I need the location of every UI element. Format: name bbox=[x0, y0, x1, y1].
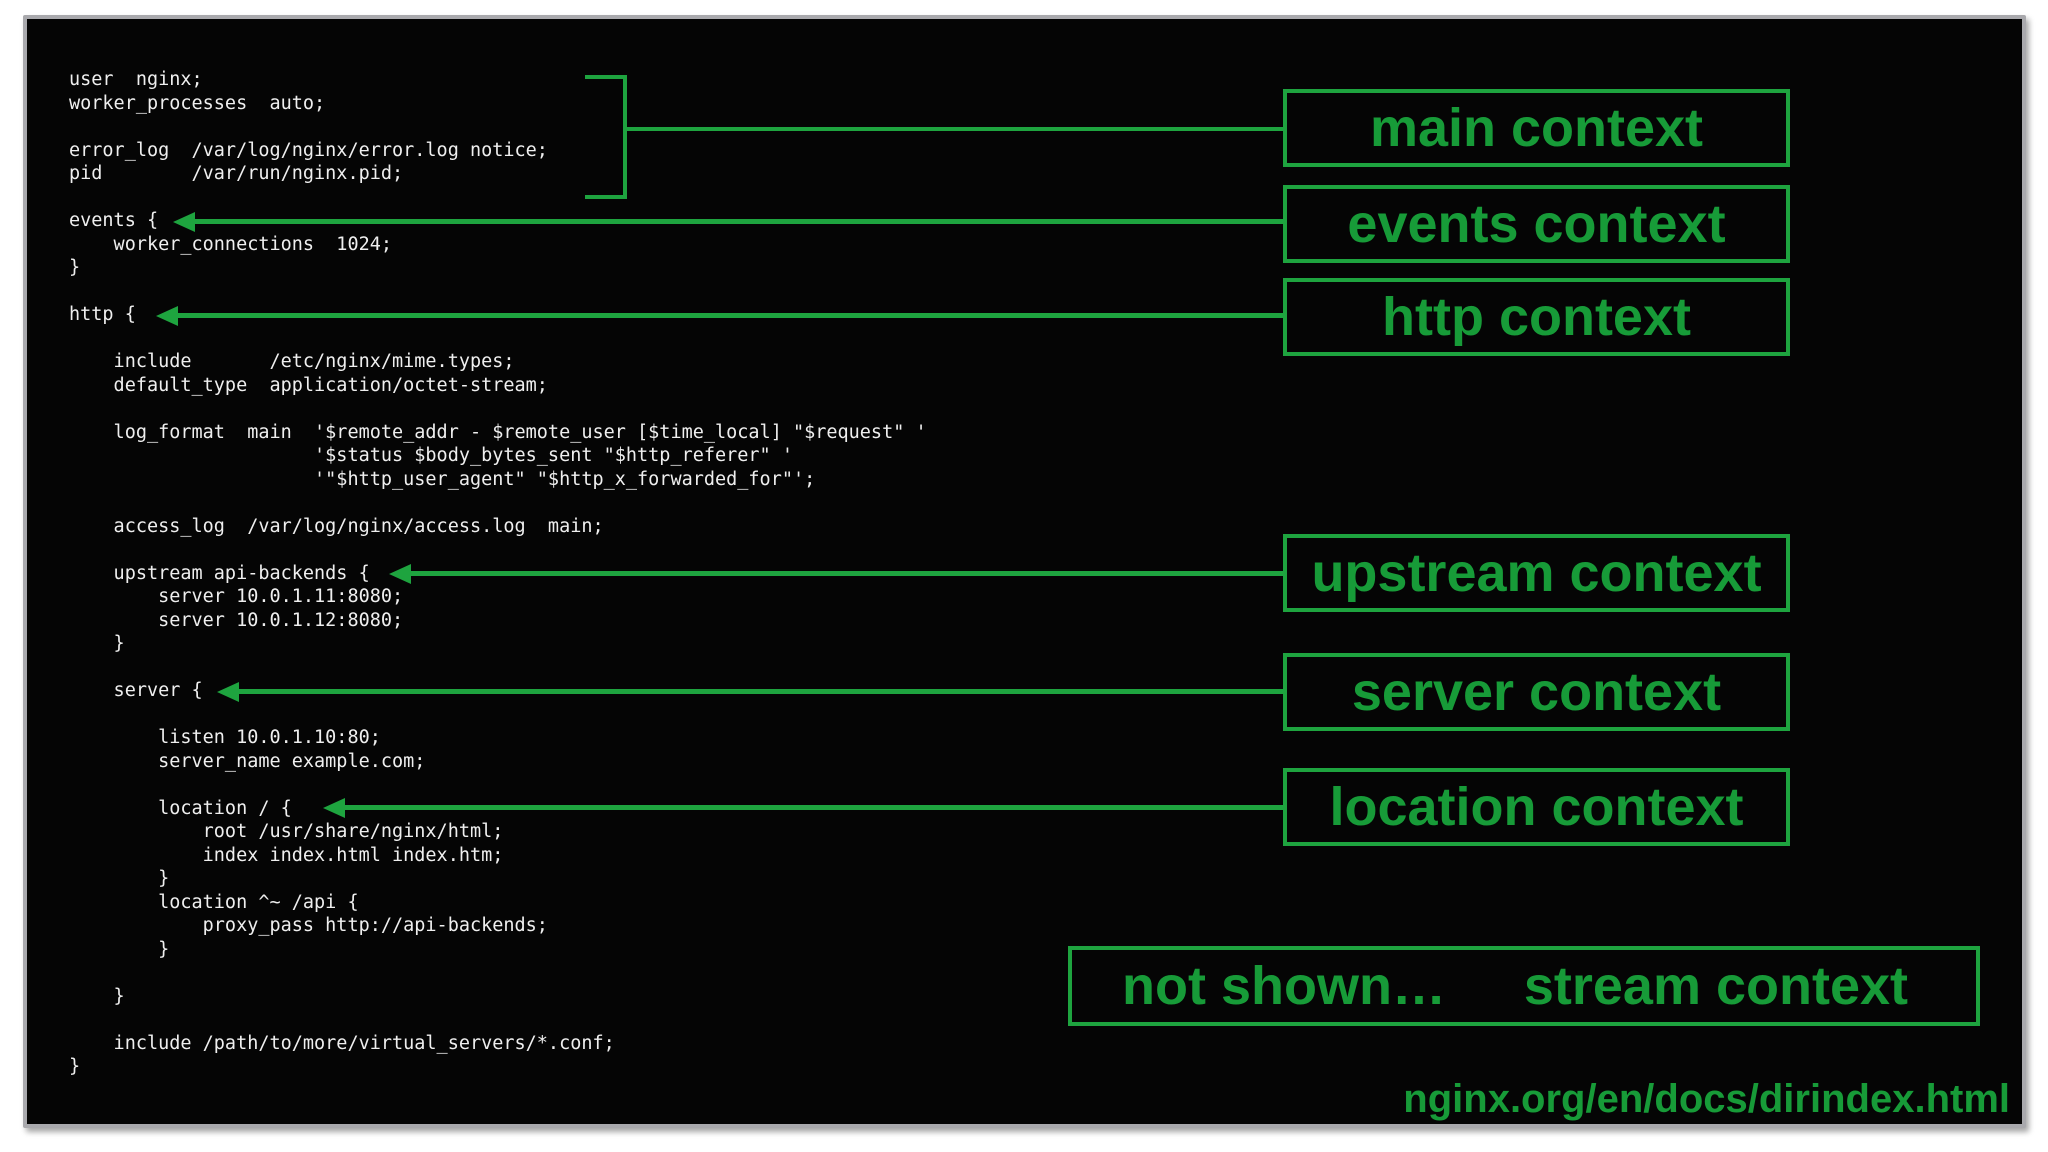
left-arrowhead-icon bbox=[173, 212, 195, 232]
slide-frame: user nginx; worker_processes auto; error… bbox=[23, 15, 2026, 1128]
main-context-label: main context bbox=[1369, 98, 1704, 158]
left-arrowhead-icon bbox=[323, 798, 345, 818]
arrow-to-server-block bbox=[217, 682, 1283, 702]
left-arrowhead-icon bbox=[156, 306, 178, 326]
slide-canvas: user nginx; worker_processes auto; error… bbox=[27, 19, 2022, 1124]
arrow-to-upstream-block bbox=[389, 564, 1283, 584]
location-context-box: location context bbox=[1283, 768, 1790, 846]
left-arrowhead-icon bbox=[389, 564, 411, 584]
bracket-bottom-tick bbox=[585, 195, 627, 199]
arrow-shaft bbox=[405, 571, 1283, 576]
bracket-vertical-line bbox=[623, 75, 627, 199]
arrow-to-location-block bbox=[323, 798, 1283, 818]
not-shown-label: not shown… bbox=[1122, 956, 1446, 1016]
arrow-shaft bbox=[339, 805, 1283, 810]
server-context-box: server context bbox=[1283, 653, 1790, 731]
stream-context-box: not shown… stream context bbox=[1068, 946, 1980, 1026]
server-context-label: server context bbox=[1351, 662, 1722, 722]
upstream-context-box: upstream context bbox=[1283, 534, 1790, 612]
bracket-top-tick bbox=[585, 75, 627, 79]
nginx-config-code: user nginx; worker_processes auto; error… bbox=[69, 69, 927, 1077]
arrow-shaft bbox=[189, 219, 1283, 224]
http-context-box: http context bbox=[1283, 278, 1790, 356]
arrow-shaft bbox=[233, 689, 1283, 694]
location-context-label: location context bbox=[1329, 777, 1744, 837]
stream-context-label: stream context bbox=[1523, 956, 1908, 1016]
events-context-label: events context bbox=[1347, 194, 1726, 254]
upstream-context-label: upstream context bbox=[1311, 543, 1762, 603]
main-context-box: main context bbox=[1283, 89, 1790, 167]
docs-url-text: nginx.org/en/docs/dirindex.html bbox=[1403, 1077, 2010, 1121]
arrow-shaft bbox=[172, 313, 1283, 318]
left-arrowhead-icon bbox=[217, 682, 239, 702]
events-context-box: events context bbox=[1283, 185, 1790, 263]
main-context-connector-line bbox=[627, 127, 1283, 131]
arrow-to-events-block bbox=[173, 212, 1283, 232]
arrow-to-http-block bbox=[156, 306, 1283, 326]
http-context-label: http context bbox=[1382, 287, 1691, 347]
